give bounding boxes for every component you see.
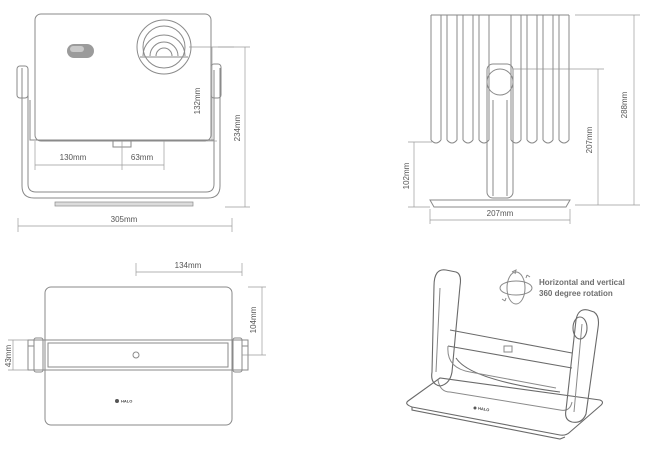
stand-brand-text: HALO <box>478 406 490 413</box>
dim-front-total-width: 305mm <box>111 215 138 224</box>
side-heatsink-fins <box>430 14 570 144</box>
top-handle-bar <box>27 339 249 371</box>
stand-logo-icon <box>473 406 477 410</box>
side-view: 288mm 207mm 102mm 207mm <box>402 14 640 224</box>
side-base <box>429 199 571 208</box>
dim-side-base-width: 207mm <box>487 209 514 218</box>
dim-front-total-height: 234mm <box>233 114 242 141</box>
front-base-plate <box>54 201 194 207</box>
top-brand-text: HALO <box>121 399 132 404</box>
side-stand-post <box>486 63 514 199</box>
stand-cradle <box>447 329 573 393</box>
dim-front-lens-vertical: 132mm <box>193 87 202 114</box>
dim-top-handle-width: 43mm <box>4 345 13 368</box>
stand-left-upright <box>431 269 462 387</box>
stand-base-plate <box>406 377 604 436</box>
top-body <box>44 286 233 426</box>
dim-side-body-height: 207mm <box>585 126 594 153</box>
front-body <box>34 13 212 142</box>
stand-perspective-view: HALO Horizontal and vertical 360 degree … <box>406 269 625 440</box>
dim-front-left-segment: 130mm <box>60 153 87 162</box>
side-pivot-knob <box>486 68 514 96</box>
front-view: 132mm 234mm 130mm 63mm 305mm <box>16 13 250 232</box>
dim-front-right-segment: 63mm <box>131 153 154 162</box>
rotation-note-line2: 360 degree rotation <box>539 289 613 298</box>
rotation-note-line1: Horizontal and vertical <box>539 278 625 287</box>
dim-side-base-height: 102mm <box>402 162 411 189</box>
front-stand-frame <box>21 68 221 199</box>
stand-pivot-knob <box>572 316 588 340</box>
top-logo-icon <box>115 399 119 403</box>
stand-right-upright <box>565 309 600 423</box>
dim-top-lens-offset: 134mm <box>175 261 202 270</box>
top-center-button <box>132 351 140 359</box>
front-lens <box>136 19 192 75</box>
top-view: HALO 134mm 104mm 43mm <box>4 261 266 426</box>
front-left-knob <box>16 65 29 99</box>
dim-top-depth: 104mm <box>249 306 258 333</box>
rotation-360-icon <box>499 269 533 305</box>
dim-side-total-height: 288mm <box>620 91 629 118</box>
